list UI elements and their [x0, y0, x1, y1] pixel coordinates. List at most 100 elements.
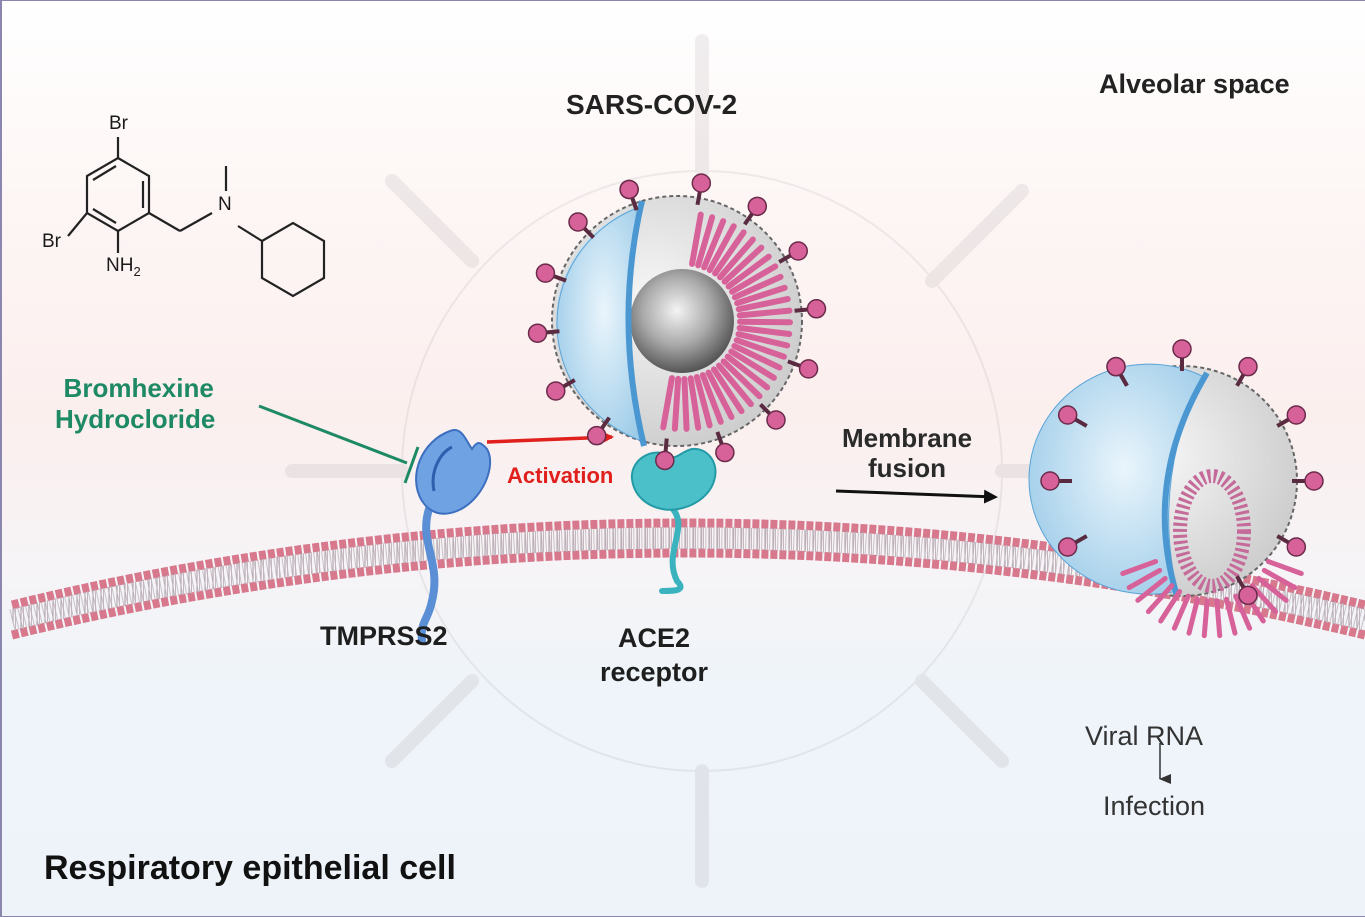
rna-segment	[1186, 596, 1200, 636]
rna-segment	[720, 358, 763, 400]
cell-label: Respiratory epithelial cell	[44, 849, 456, 887]
spike-protein	[1292, 471, 1324, 491]
spike-protein	[655, 438, 675, 471]
rna-segment	[736, 307, 793, 319]
rna-segment	[735, 331, 791, 349]
rna-segment	[712, 229, 747, 277]
membrane-fusion-arrow	[835, 489, 998, 504]
rna-segment	[728, 348, 777, 381]
rna-segment	[735, 296, 791, 313]
spike-protein	[568, 212, 595, 239]
inhibition-line	[258, 404, 420, 484]
spike-protein	[546, 378, 576, 401]
rna-segment	[731, 342, 783, 371]
rna-segment	[731, 273, 784, 301]
virus-title-label: SARS-COV-2	[566, 89, 738, 120]
spike-protein	[1057, 534, 1088, 557]
spike-protein	[535, 263, 567, 283]
rna-segment	[729, 263, 779, 295]
rna-segment	[699, 372, 724, 425]
atom-br-left: Br	[42, 231, 61, 252]
ace2-label-line1: ACE2	[618, 623, 691, 653]
membrane-fusion-line1: Membrane	[842, 423, 973, 453]
atom-br-top: Br	[109, 113, 128, 134]
spike-protein	[1057, 405, 1088, 428]
spike-protein	[787, 359, 819, 379]
rna-segment	[671, 375, 682, 432]
spike-protein	[1040, 471, 1072, 491]
rna-segment	[733, 337, 787, 360]
rna-segment	[721, 244, 765, 285]
membrane-fusion-line2: fusion	[868, 453, 947, 483]
tmprss2-protein	[415, 429, 492, 645]
rna-segment	[689, 211, 704, 267]
amine-main: NH	[106, 255, 134, 276]
spike-protein	[794, 299, 827, 319]
rna-segment	[693, 374, 713, 429]
background-virus-watermark	[285, 34, 1129, 888]
amine-subscript: 2	[133, 263, 141, 279]
membrane-fusion-label: Membrane fusion	[842, 423, 972, 483]
rna-segment	[1214, 598, 1223, 639]
fusing-virion	[1028, 339, 1324, 639]
rna-segment	[660, 375, 675, 431]
rna-segment	[706, 223, 737, 274]
spike-protein	[1235, 575, 1258, 606]
rna-segment	[1261, 567, 1298, 591]
ace2-label: ACE2 receptor	[600, 621, 708, 689]
spike-protein	[743, 196, 768, 226]
rna-segment	[1233, 593, 1253, 631]
rna-segment	[695, 214, 716, 269]
rna-segment	[736, 324, 793, 337]
spike-protein	[1235, 356, 1258, 387]
rna-segment	[681, 375, 690, 432]
rna-segment	[1135, 575, 1168, 603]
ace2-receptor	[630, 447, 717, 594]
rna-segment	[705, 369, 735, 421]
rna-segment	[1126, 567, 1163, 591]
rna-segment	[1201, 598, 1210, 639]
rna-segment	[701, 218, 727, 271]
spike-protein	[1276, 405, 1307, 428]
rna-segment	[1171, 593, 1191, 631]
spike-protein	[1172, 339, 1192, 371]
spike-protein	[1276, 534, 1307, 557]
rna-segment	[1145, 583, 1175, 615]
infection-label: Infection	[1103, 791, 1206, 821]
drug-label: Bromhexine Hydrocloride	[55, 373, 215, 435]
spike-protein	[715, 431, 735, 463]
viral-rna-label: Viral RNA	[1085, 721, 1204, 751]
spike-protein	[619, 179, 639, 211]
atom-amine: NH2	[106, 255, 141, 279]
ace2-label-line2: receptor	[600, 657, 709, 687]
spike-protein	[759, 403, 786, 430]
alveolar-space-label: Alveolar space	[1099, 69, 1290, 99]
rna-segment	[717, 236, 756, 281]
rna-segment	[1265, 559, 1304, 576]
rna-segment	[1158, 589, 1183, 624]
spike-protein	[586, 416, 611, 446]
rna-segment	[1224, 596, 1238, 636]
spike-protein	[527, 323, 560, 343]
rna-segment	[716, 362, 754, 408]
rna-segment	[1120, 559, 1159, 576]
rna-segment	[734, 284, 788, 307]
rna-segment	[725, 253, 772, 290]
drug-label-line2: Hydrocloride	[55, 404, 216, 434]
drug-label-line1: Bromhexine	[63, 373, 214, 403]
sars-cov-2-virion	[527, 173, 827, 471]
rna-segment	[1256, 575, 1289, 603]
spike-protein	[778, 241, 808, 264]
spike-protein	[1106, 356, 1129, 387]
tmprss2-label: TMPRSS2	[320, 621, 448, 651]
bromhexine-structure	[67, 137, 326, 298]
rna-segment	[724, 353, 771, 391]
rna-segment	[710, 366, 745, 415]
atom-nitrogen: N	[218, 194, 232, 215]
rna-segment	[736, 318, 793, 326]
spike-protein	[691, 173, 712, 206]
activation-label: Activation	[507, 463, 614, 488]
rna-segment	[687, 375, 702, 431]
